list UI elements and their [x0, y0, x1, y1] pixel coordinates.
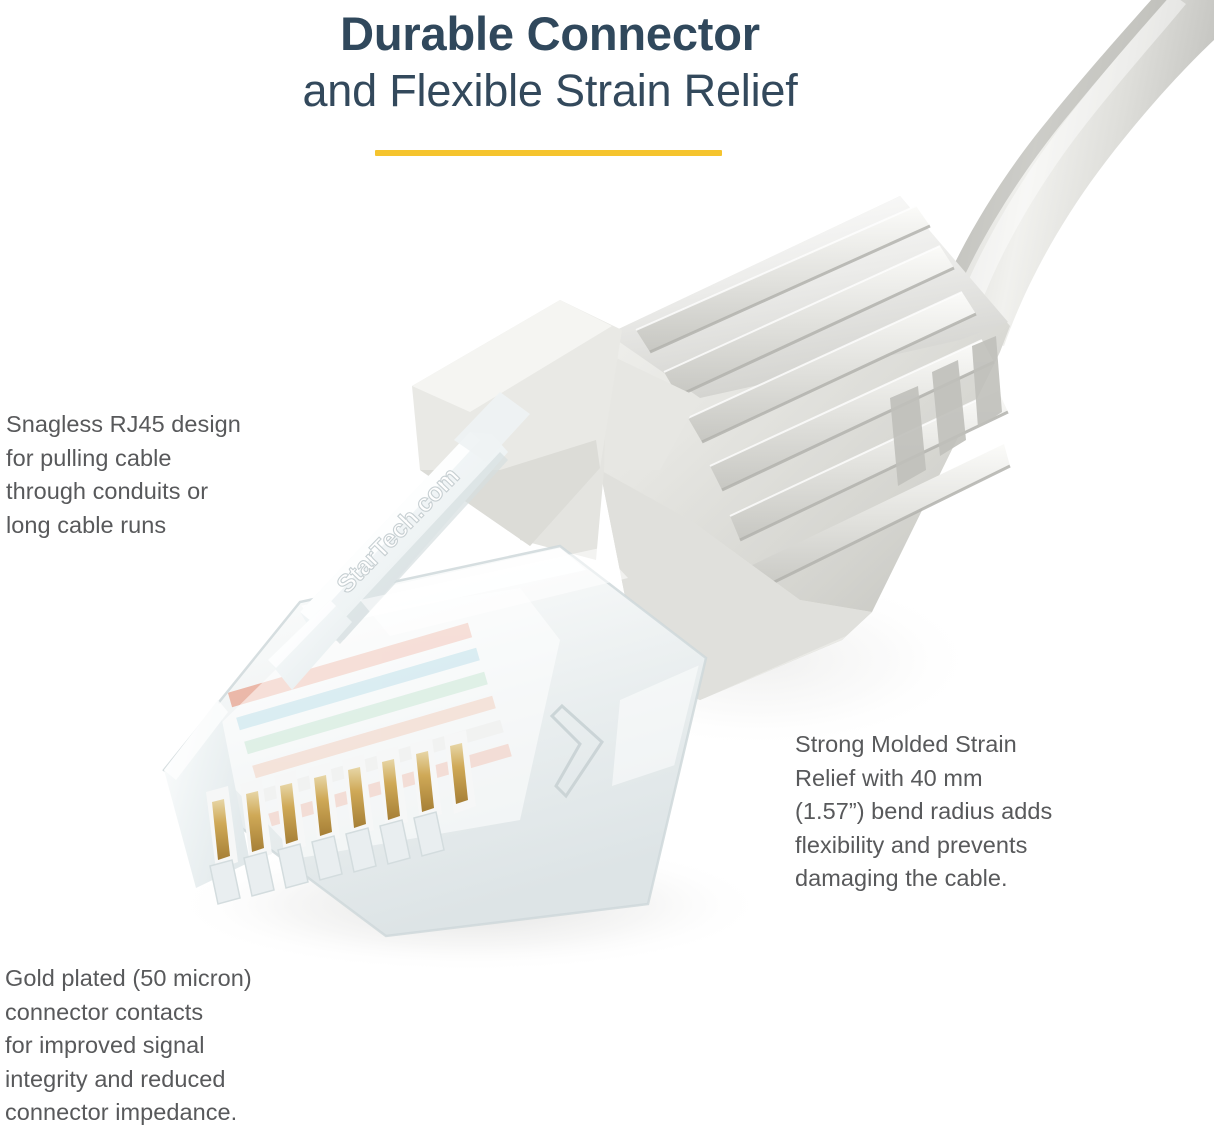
accent-underline-bar	[375, 150, 722, 156]
snagless-latch	[300, 432, 508, 642]
boot-shoulder	[604, 352, 700, 470]
boot-side-slots	[890, 336, 1002, 486]
connector-underside-teeth	[209, 811, 445, 905]
callout-gold-plated-contacts: Gold plated (50 micron) connector contac…	[5, 965, 252, 1125]
title-line-2: and Flexible Strain Relief	[302, 65, 798, 116]
page-title: Durable Connector and Flexible Strain Re…	[0, 0, 1100, 120]
callout-strain-relief: Strong Molded Strain Relief with 40 mm (…	[795, 731, 1053, 891]
title-line-1: Durable Connector	[340, 7, 760, 60]
callout-snagless-rj45-design: Snagless RJ45 design for pulling cable t…	[6, 411, 241, 538]
gold-contacts	[206, 730, 476, 870]
chevron-emboss	[549, 703, 604, 799]
cable-jacket	[931, 0, 1214, 346]
